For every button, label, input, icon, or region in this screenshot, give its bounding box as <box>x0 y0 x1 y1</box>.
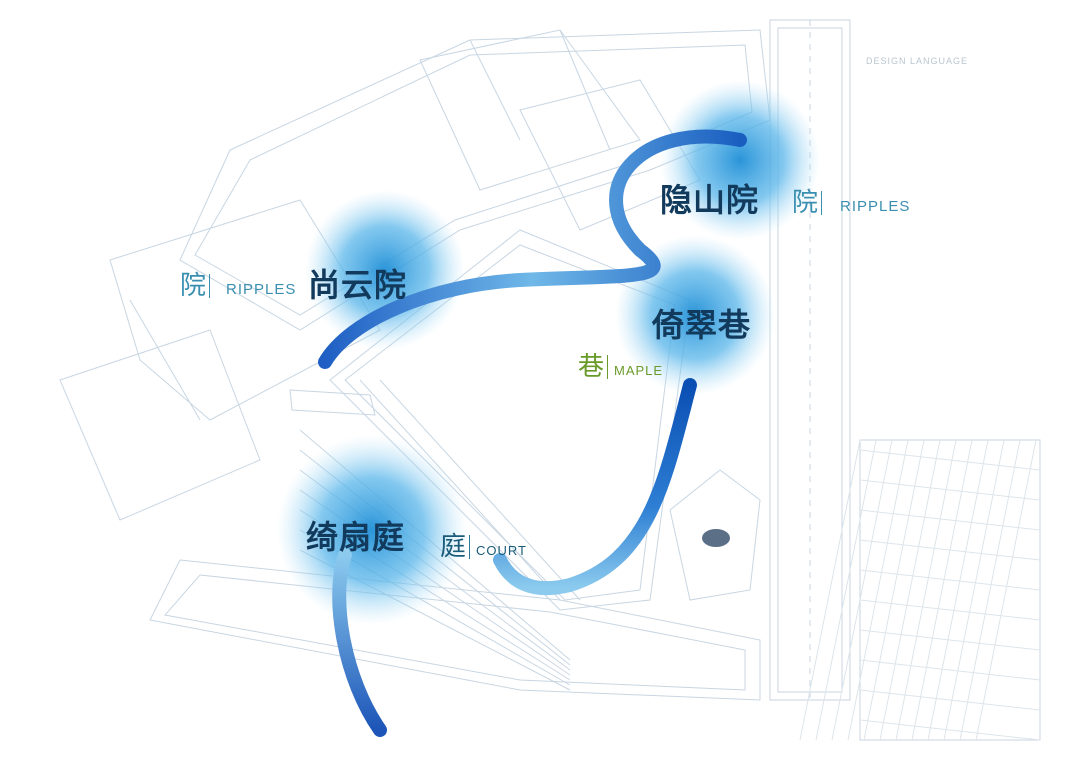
flow-path-south <box>332 548 387 737</box>
plaza-hatch-line <box>859 479 1041 501</box>
edge-line <box>559 29 611 151</box>
plaza-hatch-line <box>859 719 1041 741</box>
zone-name-yinshanyuan: 隐山院 <box>660 181 760 219</box>
zone-tag-qishanting: 庭 COURT <box>440 526 527 563</box>
plaza-hatch-line <box>847 439 909 741</box>
plaza-hatch-line <box>959 439 1021 741</box>
paving-band <box>164 574 746 691</box>
edge-line <box>469 39 521 141</box>
edge-line <box>359 379 561 601</box>
courtyard-outline <box>344 244 676 601</box>
zone-word: RIPPLES <box>840 198 911 215</box>
zone-name-shangyunyuan: 尚云院 <box>308 266 408 304</box>
zone-char: 院 <box>792 188 819 218</box>
zone-tag-yinshanyuan: 院 RIPPLES <box>792 182 910 219</box>
plaza-hatch-line <box>859 659 1041 681</box>
building-outline <box>59 329 261 521</box>
divider-bar <box>469 535 471 559</box>
tree-canopy-yinshanyuan <box>660 80 820 240</box>
zone-char: 院 <box>180 271 207 301</box>
plaza-hatch-line <box>815 439 877 741</box>
island-outline <box>669 469 761 601</box>
plaza-hatch-line <box>927 439 989 741</box>
plaza-hatch-line <box>863 439 925 741</box>
plaza-hatch-line <box>943 439 1005 741</box>
zone-word: MAPLE <box>614 363 664 378</box>
building-outline <box>179 29 771 331</box>
flow-path-east <box>493 378 697 596</box>
building-outline <box>109 199 381 421</box>
divider-bar <box>607 355 609 379</box>
tree-canopy-qishanting <box>277 435 467 625</box>
divider-bar <box>209 274 211 298</box>
plaza-hatch-line <box>859 449 1041 471</box>
divider-bar <box>821 191 823 215</box>
plaza-hatch-line <box>879 439 941 741</box>
edge-line <box>129 299 201 421</box>
plaza-outline <box>859 439 1041 741</box>
plaza-grid <box>799 439 1041 741</box>
plaza-hatch-line <box>859 509 1041 531</box>
zone-tag-yicuixiang: 巷 MAPLE <box>578 346 663 383</box>
bridge-outline <box>289 389 376 416</box>
plaza-hatch-line <box>831 439 893 741</box>
plaza-hatch-line <box>799 439 861 741</box>
edge-line <box>379 379 581 601</box>
zone-word: COURT <box>476 543 527 558</box>
architectural-linework <box>59 19 1041 741</box>
plaza-hatch-line <box>859 569 1041 591</box>
plaza-hatch-line <box>975 439 1037 741</box>
plaza-hatch-line <box>859 599 1041 621</box>
plaza-hatch-line <box>911 439 973 741</box>
building-outline <box>419 29 641 191</box>
zone-name-yicuixiang: 倚翠巷 <box>652 306 752 344</box>
flow-path-north <box>318 129 747 369</box>
plaza-hatch-line <box>859 629 1041 651</box>
zone-word: RIPPLES <box>226 281 297 298</box>
design-language-header: DESIGN LANGUAGE <box>866 56 969 66</box>
zone-char: 巷 <box>578 352 605 382</box>
plaza-hatch-line <box>859 689 1041 711</box>
zone-char: 庭 <box>440 532 467 562</box>
pond-shape <box>702 529 730 547</box>
zone-name-qishanting: 绮扇庭 <box>306 518 406 556</box>
tree-canopy-shangyunyuan <box>305 190 465 350</box>
flow-paths <box>318 129 747 737</box>
plaza-hatch-line <box>859 539 1041 561</box>
zone-tag-shangyunyuan: 院 RIPPLES <box>180 265 296 302</box>
